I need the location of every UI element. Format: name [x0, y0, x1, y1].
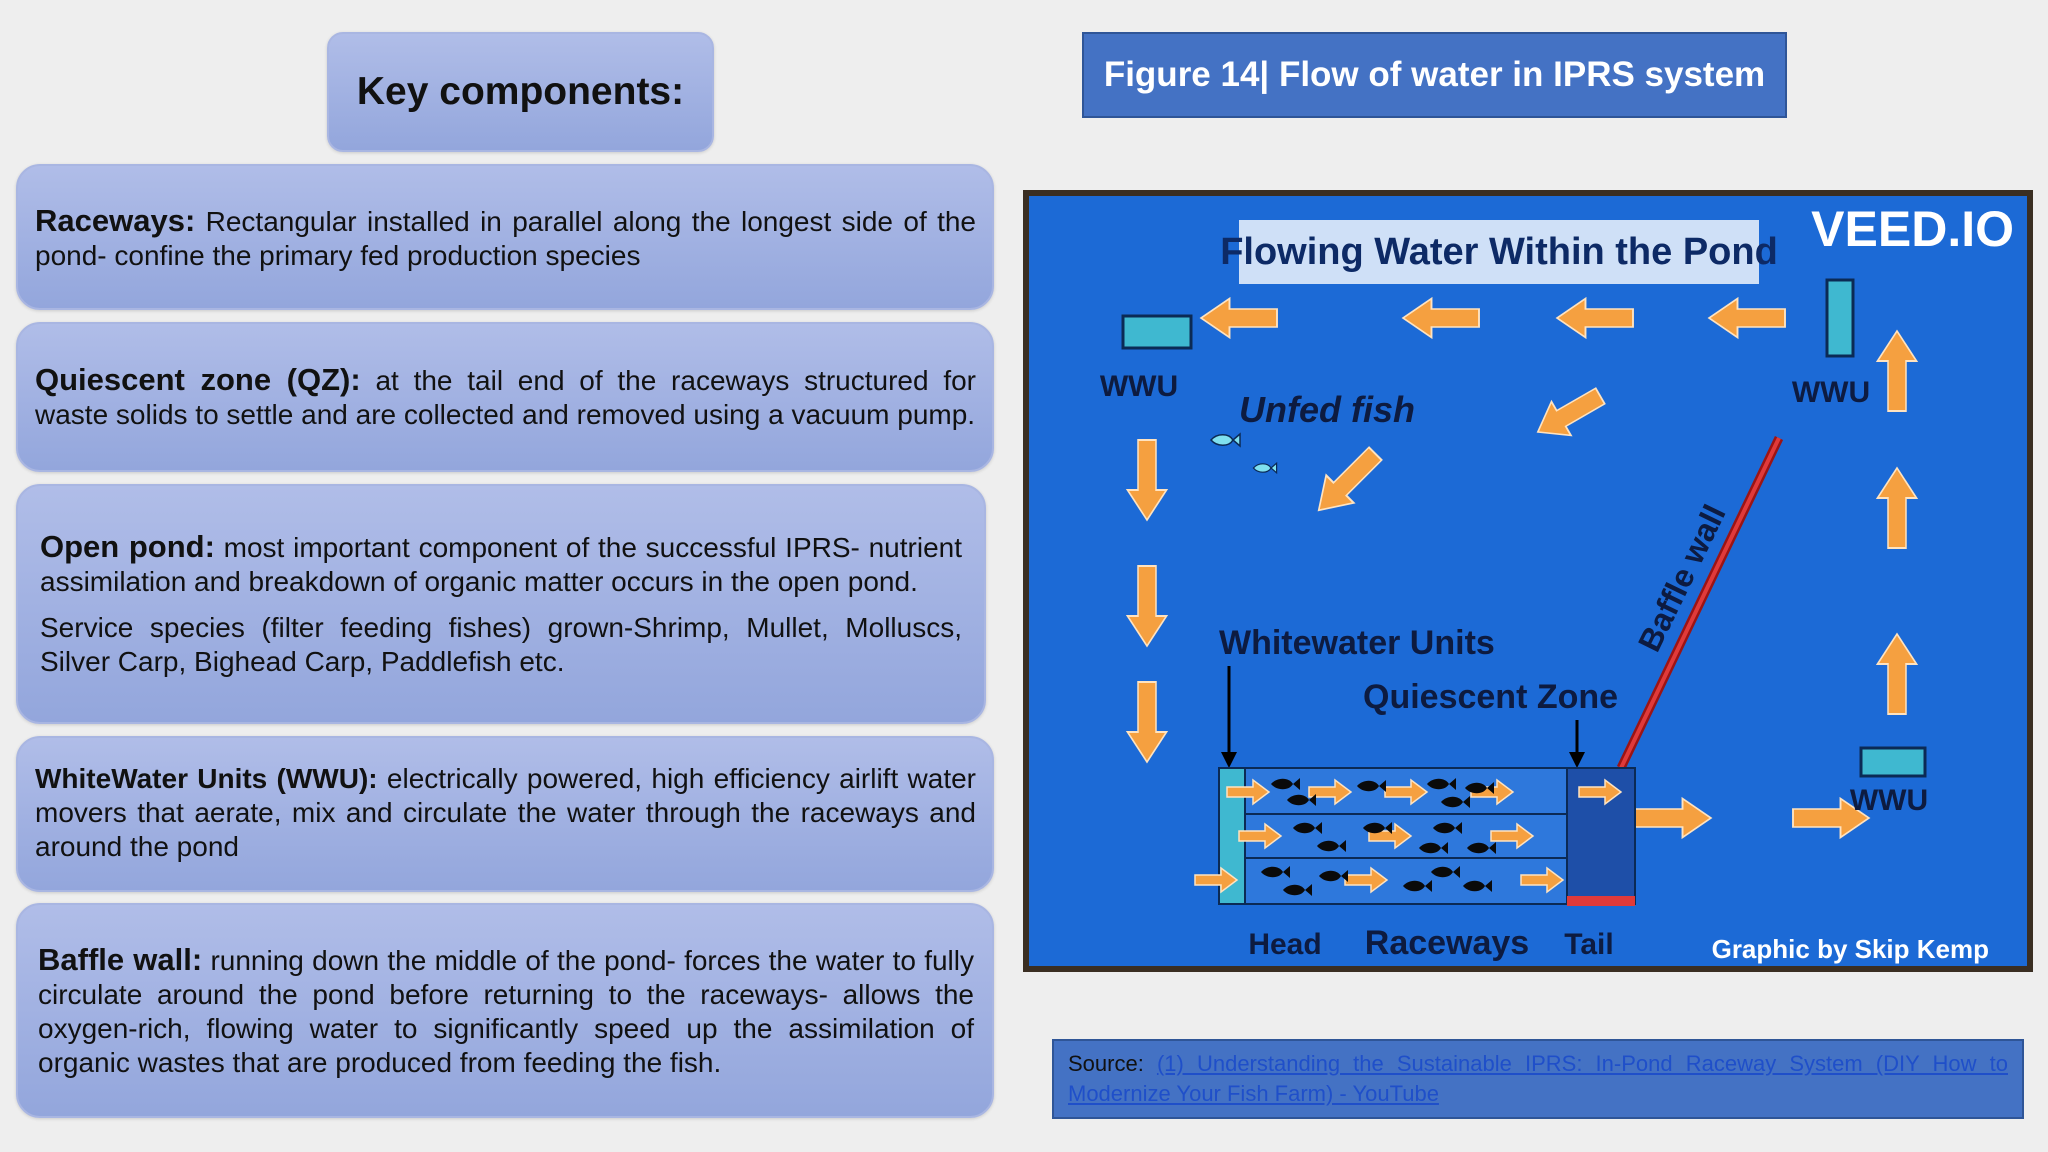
pointer-arrowhead [1221, 752, 1237, 768]
wwu-unit-top-right [1825, 278, 1855, 358]
wwu-unit-left [1121, 314, 1193, 350]
source-link[interactable]: (1) Understanding the Sustainable IPRS: … [1068, 1051, 2008, 1106]
wwu-card: WhiteWater Units (WWU): electrically pow… [16, 736, 994, 892]
raceways-card: Raceways: Rectangular installed in paral… [16, 164, 994, 310]
wwu-unit-bottom-right [1859, 746, 1927, 778]
baffle-wall-text: running down the middle of the pond- for… [38, 945, 975, 1078]
quiescent-zone-card: Quiescent zone (QZ): at the tail end of … [16, 322, 994, 472]
iprs-diagram-frame: Flowing Water Within the Pond VEED.IO WW… [1023, 190, 2033, 972]
wwu-label-bottom-right: WWU [1850, 784, 1928, 817]
quiescent-zone-text: at the tail end of the raceways structur… [35, 365, 977, 430]
quiescent-zone-label: Quiescent Zone [1363, 678, 1618, 716]
wwu-label-top-right: WWU [1792, 376, 1870, 409]
banner-text: Flowing Water Within the Pond [1220, 231, 1778, 273]
raceways-term: Raceways: [35, 203, 196, 238]
tail-label: Tail [1564, 928, 1613, 961]
iprs-flow-diagram: Flowing Water Within the Pond VEED.IO WW… [1029, 196, 2027, 966]
raceways-text: Rectangular installed in parallel along … [35, 206, 976, 271]
wwu-text: electrically powered, high efficiency ai… [35, 763, 976, 862]
open-pond-term: Open pond: [40, 529, 215, 564]
open-pond-card: Open pond: most important component of t… [16, 484, 986, 724]
unfed-fish-label: Unfed fish [1239, 389, 1415, 430]
veed-watermark: VEED.IO [1811, 201, 2014, 257]
baffle-wall-term: Baffle wall: [38, 942, 203, 977]
pointer-arrowhead [1569, 752, 1585, 768]
key-components-title: Key components: [327, 32, 714, 152]
head-label: Head [1248, 928, 1321, 961]
service-species-text: Service species (filter feeding fishes) … [40, 612, 962, 677]
source-label: Source: [1068, 1051, 1144, 1076]
raceways-label: Raceways [1365, 924, 1529, 962]
banner-box [1239, 220, 1759, 284]
quiescent-zone-term: Quiescent zone (QZ): [35, 362, 361, 397]
baffle-wall-highlight [1619, 437, 1781, 769]
source-box: Source: (1) Understanding the Sustainabl… [1052, 1039, 2024, 1119]
tail-strip [1567, 896, 1635, 906]
whitewater-units-label: Whitewater Units [1219, 624, 1495, 662]
figure-title: Figure 14| Flow of water in IPRS system [1082, 32, 1787, 118]
wwu-term: WhiteWater Units (WWU): [35, 763, 378, 794]
baffle-wall-card: Baffle wall: running down the middle of … [16, 903, 994, 1118]
graphic-credit: Graphic by Skip Kemp [1712, 934, 1989, 964]
raceway-structure [1194, 767, 1636, 906]
wwu-label-left: WWU [1100, 370, 1178, 403]
open-pond-text: most important component of the successf… [40, 532, 962, 597]
